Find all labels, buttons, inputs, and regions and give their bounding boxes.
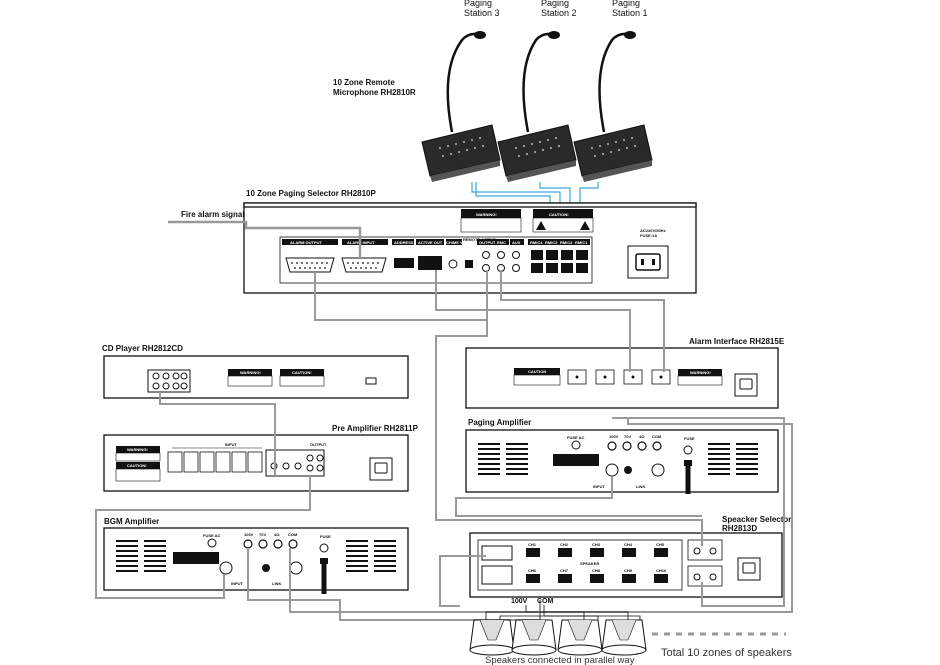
cd-warning: WARNING! (240, 370, 261, 375)
paging-amp-link-label: LINK (636, 484, 645, 489)
port-rmic4: RMIC4 (530, 240, 543, 245)
port-chime-vol: CHIME VOL (446, 240, 469, 245)
ch7-label: CH7 (560, 568, 569, 573)
remote-mic-title-line1: 10 Zone Remote (333, 78, 395, 87)
ch8-label: CH8 (592, 568, 601, 573)
paging-station-2 (497, 31, 577, 182)
paging-amplifier-title: Paging Amplifier (468, 418, 531, 427)
alarm-caution: CAUTION (528, 369, 546, 374)
pre-input-label: INPUT (225, 442, 238, 447)
bgm-amp-tap-100v: 100V (244, 532, 254, 537)
speakers-total-label: Total 10 zones of speakers (661, 647, 792, 659)
port-rmic2: RMIC2 (560, 240, 573, 245)
paging-amp-input-label: INPUT (593, 484, 606, 489)
remote-mic-title-line2: Microphone RH2810R (333, 88, 416, 97)
ch6-label: CH6 (528, 568, 537, 573)
speakers-caption: Speakers connected in parallel way (485, 655, 635, 665)
cd-player-title: CD Player RH2812CD (102, 344, 183, 353)
bgm-amp-fuse-label: FUSE (320, 534, 331, 539)
bgm-amp-tap-com: COM (288, 532, 298, 537)
ch3-label: CH3 (592, 542, 601, 547)
bgm-amp-link-label: LINK (272, 581, 281, 586)
port-rmic3: RMIC3 (545, 240, 558, 245)
paging-selector-device: WARNING! CAUTION! ALARM OUTPUT ALARM INP… (243, 202, 697, 294)
paging-selector-title: 10 Zone Paging Selector RH2810P (246, 189, 376, 198)
pre-warning: WARNING! (127, 447, 148, 452)
fire-alarm-label: Fire alarm signal (181, 210, 245, 219)
port-address: ADDRESS (394, 240, 414, 245)
bgm-amplifier-title: BGM Amplifier (104, 517, 159, 526)
speaker-3 (557, 619, 603, 656)
speaker-4 (601, 619, 647, 656)
ch10-label: CH10 (656, 568, 667, 573)
paging-amp-tap-70v: 70V (624, 434, 631, 439)
pre-caution: CAUTION! (127, 463, 147, 468)
speaker-1 (469, 619, 515, 656)
paging-amp-tap-com: COM (652, 434, 662, 439)
port-alarm-output: ALARM OUTPUT (290, 240, 323, 245)
speaker-label: SPEAKER (580, 561, 599, 566)
fire-alarm-cable (168, 220, 362, 258)
port-aux: AUX (512, 240, 521, 245)
ch5-label: CH5 (656, 542, 665, 547)
pre-amplifier-device: WARNING! CAUTION! INPUT OUTPUT (103, 434, 409, 492)
ch2-label: CH2 (560, 542, 569, 547)
pre-amplifier-title: Pre Amplifier RH2811P (332, 424, 419, 433)
paging-amp-fuse-label: FUSE (684, 436, 695, 441)
paging-station-1 (573, 31, 653, 182)
paging-selector-caution: CAUTION! (549, 212, 569, 217)
speaker-2 (511, 619, 557, 656)
cd-player-device: WARNING! CAUTION! (103, 355, 409, 399)
alarm-interface-title: Alarm Interface RH2815E (689, 337, 785, 346)
port-active-out: ACTIVE OUT (418, 240, 443, 245)
alarm-interface-device: CAUTION WARNING! (465, 347, 779, 409)
speaker-selector-device: SPEAKER CH1 CH2 CH3 CH4 CH5 CH6 CH7 CH8 … (469, 532, 783, 598)
port-output: OUTPUT (479, 240, 496, 245)
ch4-label: CH4 (624, 542, 633, 547)
bgm-amp-input-label: INPUT (231, 581, 244, 586)
bgm-amplifier-device: FUSE AC 100V 70V 4Ω COM INPUT LINK FUSE (103, 527, 409, 594)
pre-output-label: OUTPUT (310, 442, 327, 447)
paging-amp-tap-100v: 100V (609, 434, 619, 439)
speaker-selector-title-2: RH2813D (722, 524, 757, 533)
paging-selector-warning: WARNING! (476, 212, 497, 217)
paging-amplifier-device: FUSE AC 100V 70V 4Ω COM INPUT LINK FUSE (465, 429, 779, 494)
bgm-amp-tap-4ohm: 4Ω (274, 532, 280, 537)
speakers-com-label: COM (537, 598, 554, 605)
port-rmic1: RMIC1 (575, 240, 588, 245)
alarm-warning: WARNING! (690, 370, 711, 375)
interconnect-cables (95, 270, 793, 621)
cd-caution: CAUTION! (292, 370, 312, 375)
paging-station-3 (421, 31, 501, 182)
port-emc: EMC (497, 240, 506, 245)
speakers-100v-label: 100V (511, 598, 528, 605)
paging-amp-tap-4ohm: 4Ω (639, 434, 645, 439)
bgm-amp-tap-70v: 70V (259, 532, 266, 537)
ch9-label: CH9 (624, 568, 633, 573)
ch1-label: CH1 (528, 542, 537, 547)
paging-amp-fuse-ac: FUSE AC (567, 435, 585, 440)
bgm-amp-fuse-ac: FUSE AC (203, 533, 221, 538)
speaker-selector-title-1: Speacker Selector (722, 515, 791, 524)
